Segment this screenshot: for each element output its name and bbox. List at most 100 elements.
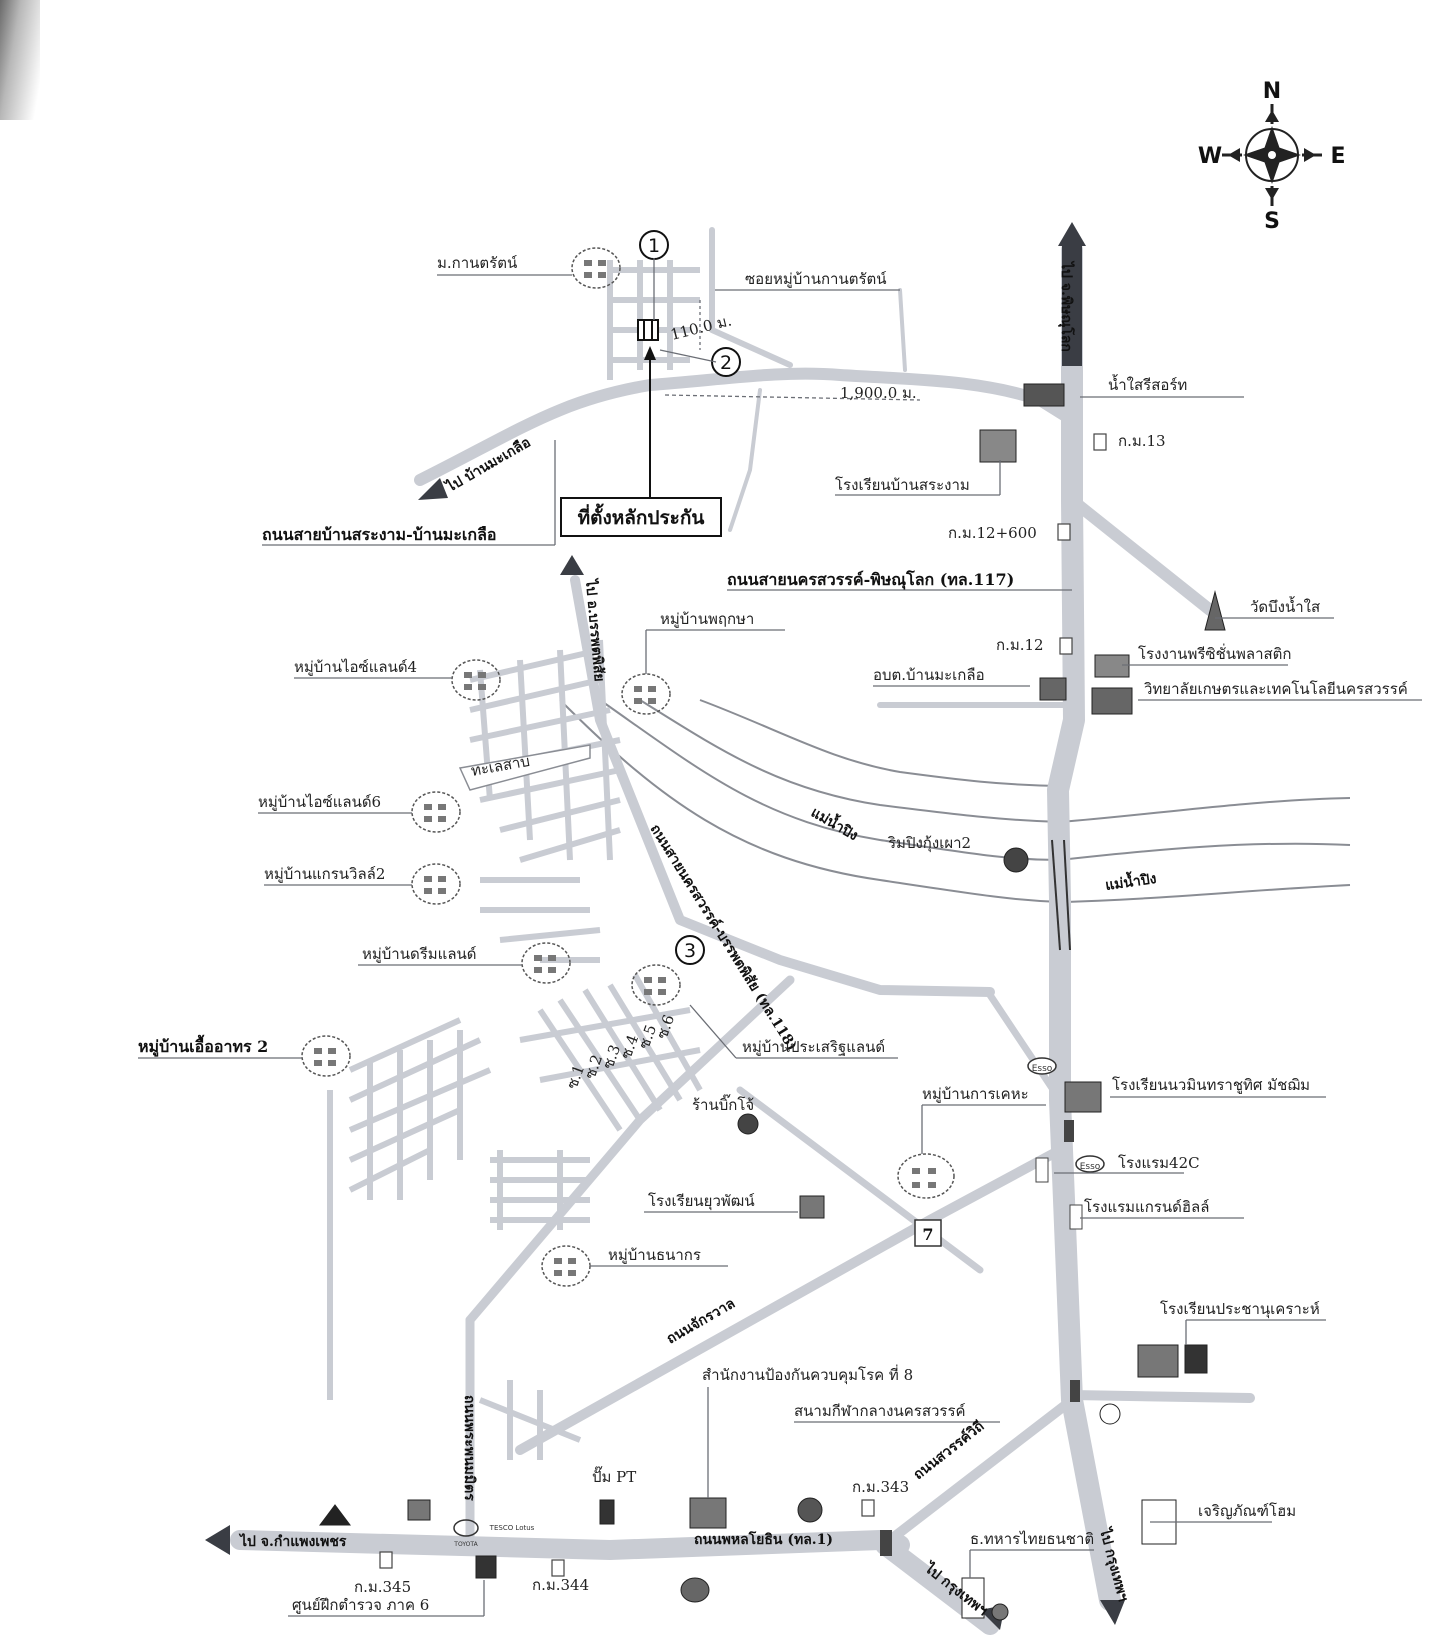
- label-dreamland: หมู่บ้านดรีมแลนด์: [362, 945, 477, 963]
- shell-icon: [680, 1577, 710, 1603]
- road-wat: [1066, 494, 1216, 616]
- lane-central: [728, 388, 762, 532]
- label-road-sa-ngam: ถนนสายบ้านสระงาม-บ้านมะเกลือ: [262, 525, 497, 544]
- road-yuwaphat: [736, 1086, 984, 1274]
- label-kanrat-soi: ซอยหมู่บ้านกานตรัตน์: [745, 270, 887, 288]
- label-obt: อบต.บ้านมะเกลือ: [873, 666, 985, 684]
- label-prasert: หมู่บ้านประเสริฐแลนด์: [742, 1038, 885, 1056]
- guarantee-building-icon[interactable]: [637, 319, 659, 341]
- label-ping-river-2: แม่น้ำปิง: [1104, 867, 1158, 894]
- label-rim-ping: ริมปิงกุ้งเผา2: [887, 834, 971, 853]
- label-island4: หมู่บ้านไอซ์แลนด์4: [294, 658, 417, 676]
- obt-icon: [1039, 677, 1067, 701]
- label-police-center: ศูนย์ฝึกตำรวจ ภาค 6: [292, 1596, 429, 1614]
- prachanukroh-logo-icon: [1184, 1344, 1208, 1374]
- label-nawamin-school: โรงเรียนนวมินทราชูทิศ มัชฌิม: [1112, 1076, 1310, 1094]
- lane-north: [898, 288, 907, 372]
- label-km344: ก.ม.344: [532, 1576, 589, 1594]
- label-dist-1900: 1,900.0 ม.: [840, 384, 917, 402]
- label-km343: ก.ม.343: [852, 1478, 909, 1496]
- lake-shape: [458, 744, 591, 791]
- label-big-jo: ร้านบิ๊กโจ้: [692, 1094, 754, 1114]
- traffic-light-icons: [880, 1120, 1083, 1556]
- seven-eleven-icon: 7: [922, 1225, 933, 1244]
- label-yuwaphat: โรงเรียนยุวพัฒน์: [648, 1192, 755, 1211]
- road-sawan-withi: [885, 1395, 1077, 1545]
- label-grand-hill: โรงแรมแกรนด์ฮิลล์: [1084, 1198, 1209, 1216]
- label-to-kamphaeng: ไป จ.กำแพงเพชร: [238, 1532, 347, 1550]
- label-stadium: สนามกีฬากลางนครสวรรค์: [794, 1402, 966, 1420]
- resort-icon: [1023, 383, 1065, 407]
- bridge-line: [1063, 839, 1071, 951]
- label-disease-control: สำนักงานป้องกันควบคุมโรค ที่ 8: [702, 1364, 913, 1385]
- km-post-icons: [379, 433, 1107, 1577]
- label-to-phitsanulok: ไป จ.พิษณุโลก: [1058, 260, 1076, 352]
- label-phruksa: หมู่บ้านพฤกษา: [660, 610, 754, 628]
- label-wat: วัดบึงน้ำใส: [1250, 596, 1320, 616]
- label-phahon: ถนนพหลโยธิน (ทล.1): [694, 1530, 833, 1548]
- compass-e: E: [1330, 144, 1345, 169]
- guarantee-arrowhead-icon: [644, 346, 656, 360]
- compass-w: W: [1198, 144, 1222, 169]
- label-road-117: ถนนสายนครสวรรค์-พิษณุโลก (ทล.117): [727, 569, 1014, 590]
- arrow-north-shaft: [1062, 246, 1082, 366]
- label-km12: ก.ม.12: [996, 636, 1044, 654]
- esso-logo-2: Esso: [1080, 1162, 1101, 1172]
- bigjo-icon: [737, 1113, 759, 1135]
- label-phra-phon: ถนนพระพนมมิตร: [461, 1395, 477, 1501]
- guarantee-label-box[interactable]: [560, 497, 722, 537]
- ping-river: [559, 699, 1351, 904]
- arrow-north-icon: [1058, 222, 1086, 246]
- road-link-east: [986, 991, 1064, 1104]
- marker-1[interactable]: 1: [639, 230, 669, 260]
- compass-s: S: [1264, 209, 1280, 234]
- label-pump-pt: ปั๊ม PT: [592, 1466, 636, 1486]
- college-icon: [1091, 687, 1133, 715]
- label-ua-athorn: หมู่บ้านเอื้ออาทร 2: [138, 1034, 268, 1058]
- temple-icon: [1204, 590, 1226, 631]
- bank-logo-icon: [407, 1499, 431, 1521]
- tesco-logo: TESCO Lotus: [489, 1524, 535, 1532]
- yuwaphat-school-icon: [799, 1195, 825, 1219]
- label-military-bank: ธ.ทหารไทยธนชาติ: [970, 1530, 1094, 1548]
- marker-3[interactable]: 3: [675, 935, 705, 965]
- bank-building-icon: [961, 1577, 985, 1619]
- leader-lines: [138, 274, 1422, 1617]
- label-dist-110: 110.0 ม.: [669, 311, 734, 344]
- office-icon: [689, 1497, 727, 1529]
- mitsubishi-icon: [319, 1504, 351, 1526]
- label-kanrat-village: ม.กานตรัตน์: [437, 254, 517, 272]
- road-118: [570, 575, 995, 997]
- island-grid: [469, 639, 621, 963]
- label-island6: หมู่บ้านไอซ์แลนด์6: [258, 793, 381, 811]
- road-kanrat-soi: [709, 227, 793, 368]
- label-agri-college: วิทยาลัยเกษตรและเทคโนโลยีนครสวรรค์: [1143, 680, 1407, 698]
- toyota-logo: TOYOTA: [453, 1541, 478, 1548]
- arrow-banphot-icon: [560, 555, 584, 575]
- label-grandville: หมู่บ้านแกรนวิลล์2: [264, 865, 385, 883]
- bridge-line: [1051, 839, 1061, 951]
- marker-2[interactable]: 2: [711, 347, 741, 377]
- arrow-makluea-icon: [418, 478, 448, 500]
- prasert-soi-grid: [519, 973, 703, 1132]
- label-km12-600: ก.ม.12+600: [948, 524, 1037, 542]
- road-prachanukroh: [1067, 1390, 1255, 1403]
- label-prachanukroh: โรงเรียนประชานุเคราะห์: [1160, 1300, 1320, 1319]
- police-shield-icon: [475, 1555, 497, 1579]
- label-ping-river-1: แม่น้ำปิง: [808, 801, 863, 844]
- prachanukroh-school-icon: [1137, 1344, 1179, 1378]
- svg-text:1: 1: [648, 235, 660, 257]
- label-charoen-home: เจริญภัณฑ์โฮม: [1198, 1502, 1296, 1520]
- svg-text:2: 2: [720, 352, 732, 374]
- label-plastic-factory: โรงงานพรีซิชั่นพลาสติก: [1138, 643, 1291, 663]
- esso-logo-1: Esso: [1032, 1064, 1053, 1074]
- nawamin-school-icon: [1064, 1081, 1102, 1113]
- label-hotel-42c: โรงแรม42C: [1118, 1154, 1200, 1172]
- label-thanakorn: หมู่บ้านธนากร: [608, 1246, 701, 1264]
- ua-athorn-grid: [327, 1017, 590, 1400]
- label-sa-ngam-school: โรงเรียนบ้านสระงาม: [835, 476, 970, 494]
- guarantee-label: ที่ตั้งหลักประกัน: [578, 503, 705, 529]
- restaurant-icon: [1003, 847, 1029, 873]
- brand-logos: 7 Esso Esso TOYOTA TESCO Lotus: [453, 1057, 1105, 1548]
